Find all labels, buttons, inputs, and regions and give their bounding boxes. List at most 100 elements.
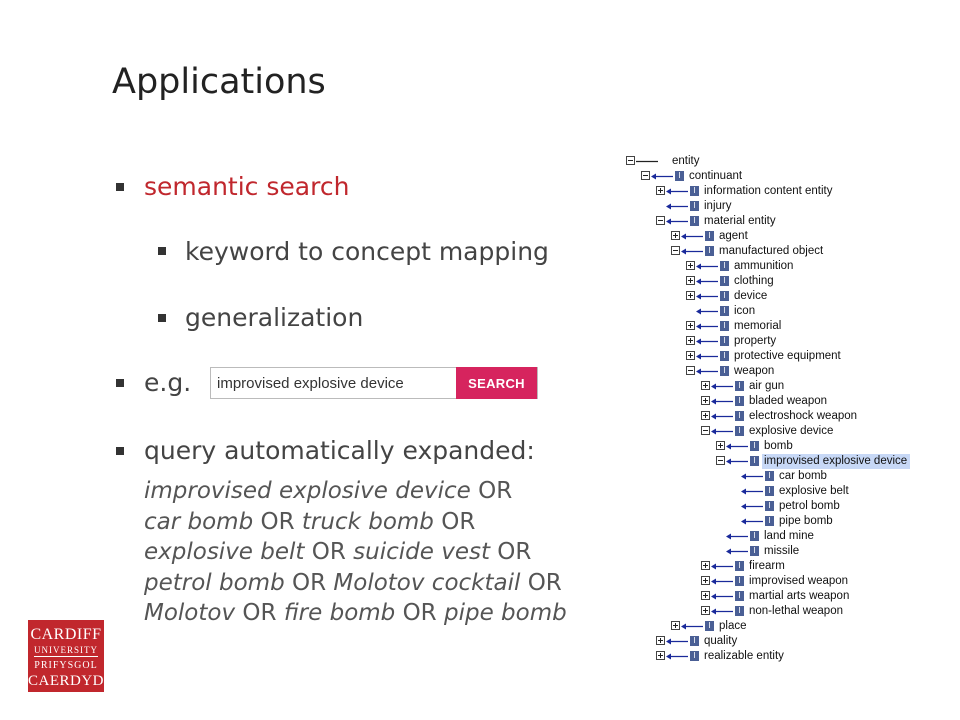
tree-node-label[interactable]: missile [764, 545, 800, 557]
expand-icon[interactable] [701, 411, 710, 420]
expand-icon[interactable] [671, 621, 680, 630]
tree-node-label[interactable]: car bomb [779, 470, 827, 482]
tree-node-label[interactable]: property [734, 335, 777, 347]
collapse-icon[interactable] [686, 366, 695, 375]
tree-node-label[interactable]: improvised weapon [749, 575, 849, 587]
expanded-line: Molotov OR fire bomb OR pipe bomb [144, 598, 567, 629]
collapse-icon[interactable] [626, 156, 635, 165]
tree-node-label[interactable]: electroshock weapon [749, 410, 858, 422]
expand-icon[interactable] [686, 291, 695, 300]
tree-node-label[interactable]: information content entity [704, 185, 833, 197]
collapse-icon[interactable] [701, 426, 710, 435]
expand-icon[interactable] [686, 276, 695, 285]
instance-icon: I [705, 621, 714, 631]
tree-node-label[interactable]: realizable entity [704, 650, 784, 662]
tree-node-label[interactable]: explosive belt [779, 485, 849, 497]
expand-icon[interactable] [701, 381, 710, 390]
collapse-icon[interactable] [656, 216, 665, 225]
expand-icon[interactable] [686, 351, 695, 360]
expand-icon[interactable] [686, 336, 695, 345]
tree-node-label[interactable]: bladed weapon [749, 395, 828, 407]
collapse-icon[interactable] [641, 171, 650, 180]
tree-node-label[interactable]: injury [704, 200, 732, 212]
expand-icon[interactable] [686, 261, 695, 270]
tree-node-label[interactable]: land mine [764, 530, 814, 542]
collapse-icon[interactable] [671, 246, 680, 255]
search-button[interactable]: SEARCH [456, 367, 537, 399]
tree-node-label[interactable]: device [734, 290, 768, 302]
tree-node-label[interactable]: pipe bomb [779, 515, 833, 527]
tree-node-label-selected[interactable]: improvised explosive device [762, 454, 911, 469]
expand-icon[interactable] [656, 186, 665, 195]
tree-node-label[interactable]: weapon [734, 365, 775, 377]
tree-node-label[interactable]: manufactured object [719, 245, 824, 257]
tree-node-label[interactable]: clothing [734, 275, 774, 287]
expand-icon[interactable] [716, 441, 725, 450]
expand-icon[interactable] [671, 231, 680, 240]
tree-node-label[interactable]: agent [719, 230, 748, 242]
expand-icon[interactable] [686, 321, 695, 330]
tree-node-label[interactable]: martial arts weapon [749, 590, 850, 602]
tree-node-label[interactable]: entity [672, 155, 700, 167]
tree-node-label[interactable]: explosive device [749, 425, 834, 437]
tree-node[interactable]: entity [626, 154, 936, 169]
tree-node-label[interactable]: icon [734, 305, 756, 317]
search-input[interactable] [211, 368, 457, 398]
connector-line-icon [636, 160, 658, 163]
arrow-left-icon [711, 428, 733, 435]
tree-node-label[interactable]: protective equipment [734, 350, 841, 362]
tree-node-label[interactable]: petrol bomb [779, 500, 840, 512]
tree-node-label[interactable]: non-lethal weapon [749, 605, 843, 617]
tree-node-label[interactable]: memorial [734, 320, 782, 332]
tree-node-label[interactable]: quality [704, 635, 738, 647]
expand-icon[interactable] [701, 576, 710, 585]
tree-node-label[interactable]: air gun [749, 380, 785, 392]
tree-node-label[interactable]: bomb [764, 440, 793, 452]
tree-node-label[interactable]: ammunition [734, 260, 794, 272]
expand-icon[interactable] [656, 651, 665, 660]
tree-node-label[interactable]: place [719, 620, 747, 632]
expand-icon[interactable] [701, 396, 710, 405]
tree-node-label[interactable]: material entity [704, 215, 776, 227]
collapse-icon[interactable] [716, 456, 725, 465]
tree-node-label[interactable]: firearm [749, 560, 785, 572]
expand-icon[interactable] [701, 591, 710, 600]
expand-icon[interactable] [656, 636, 665, 645]
tree-node-label[interactable]: continuant [689, 170, 743, 182]
expand-icon[interactable] [701, 561, 710, 570]
expand-icon[interactable] [701, 606, 710, 615]
